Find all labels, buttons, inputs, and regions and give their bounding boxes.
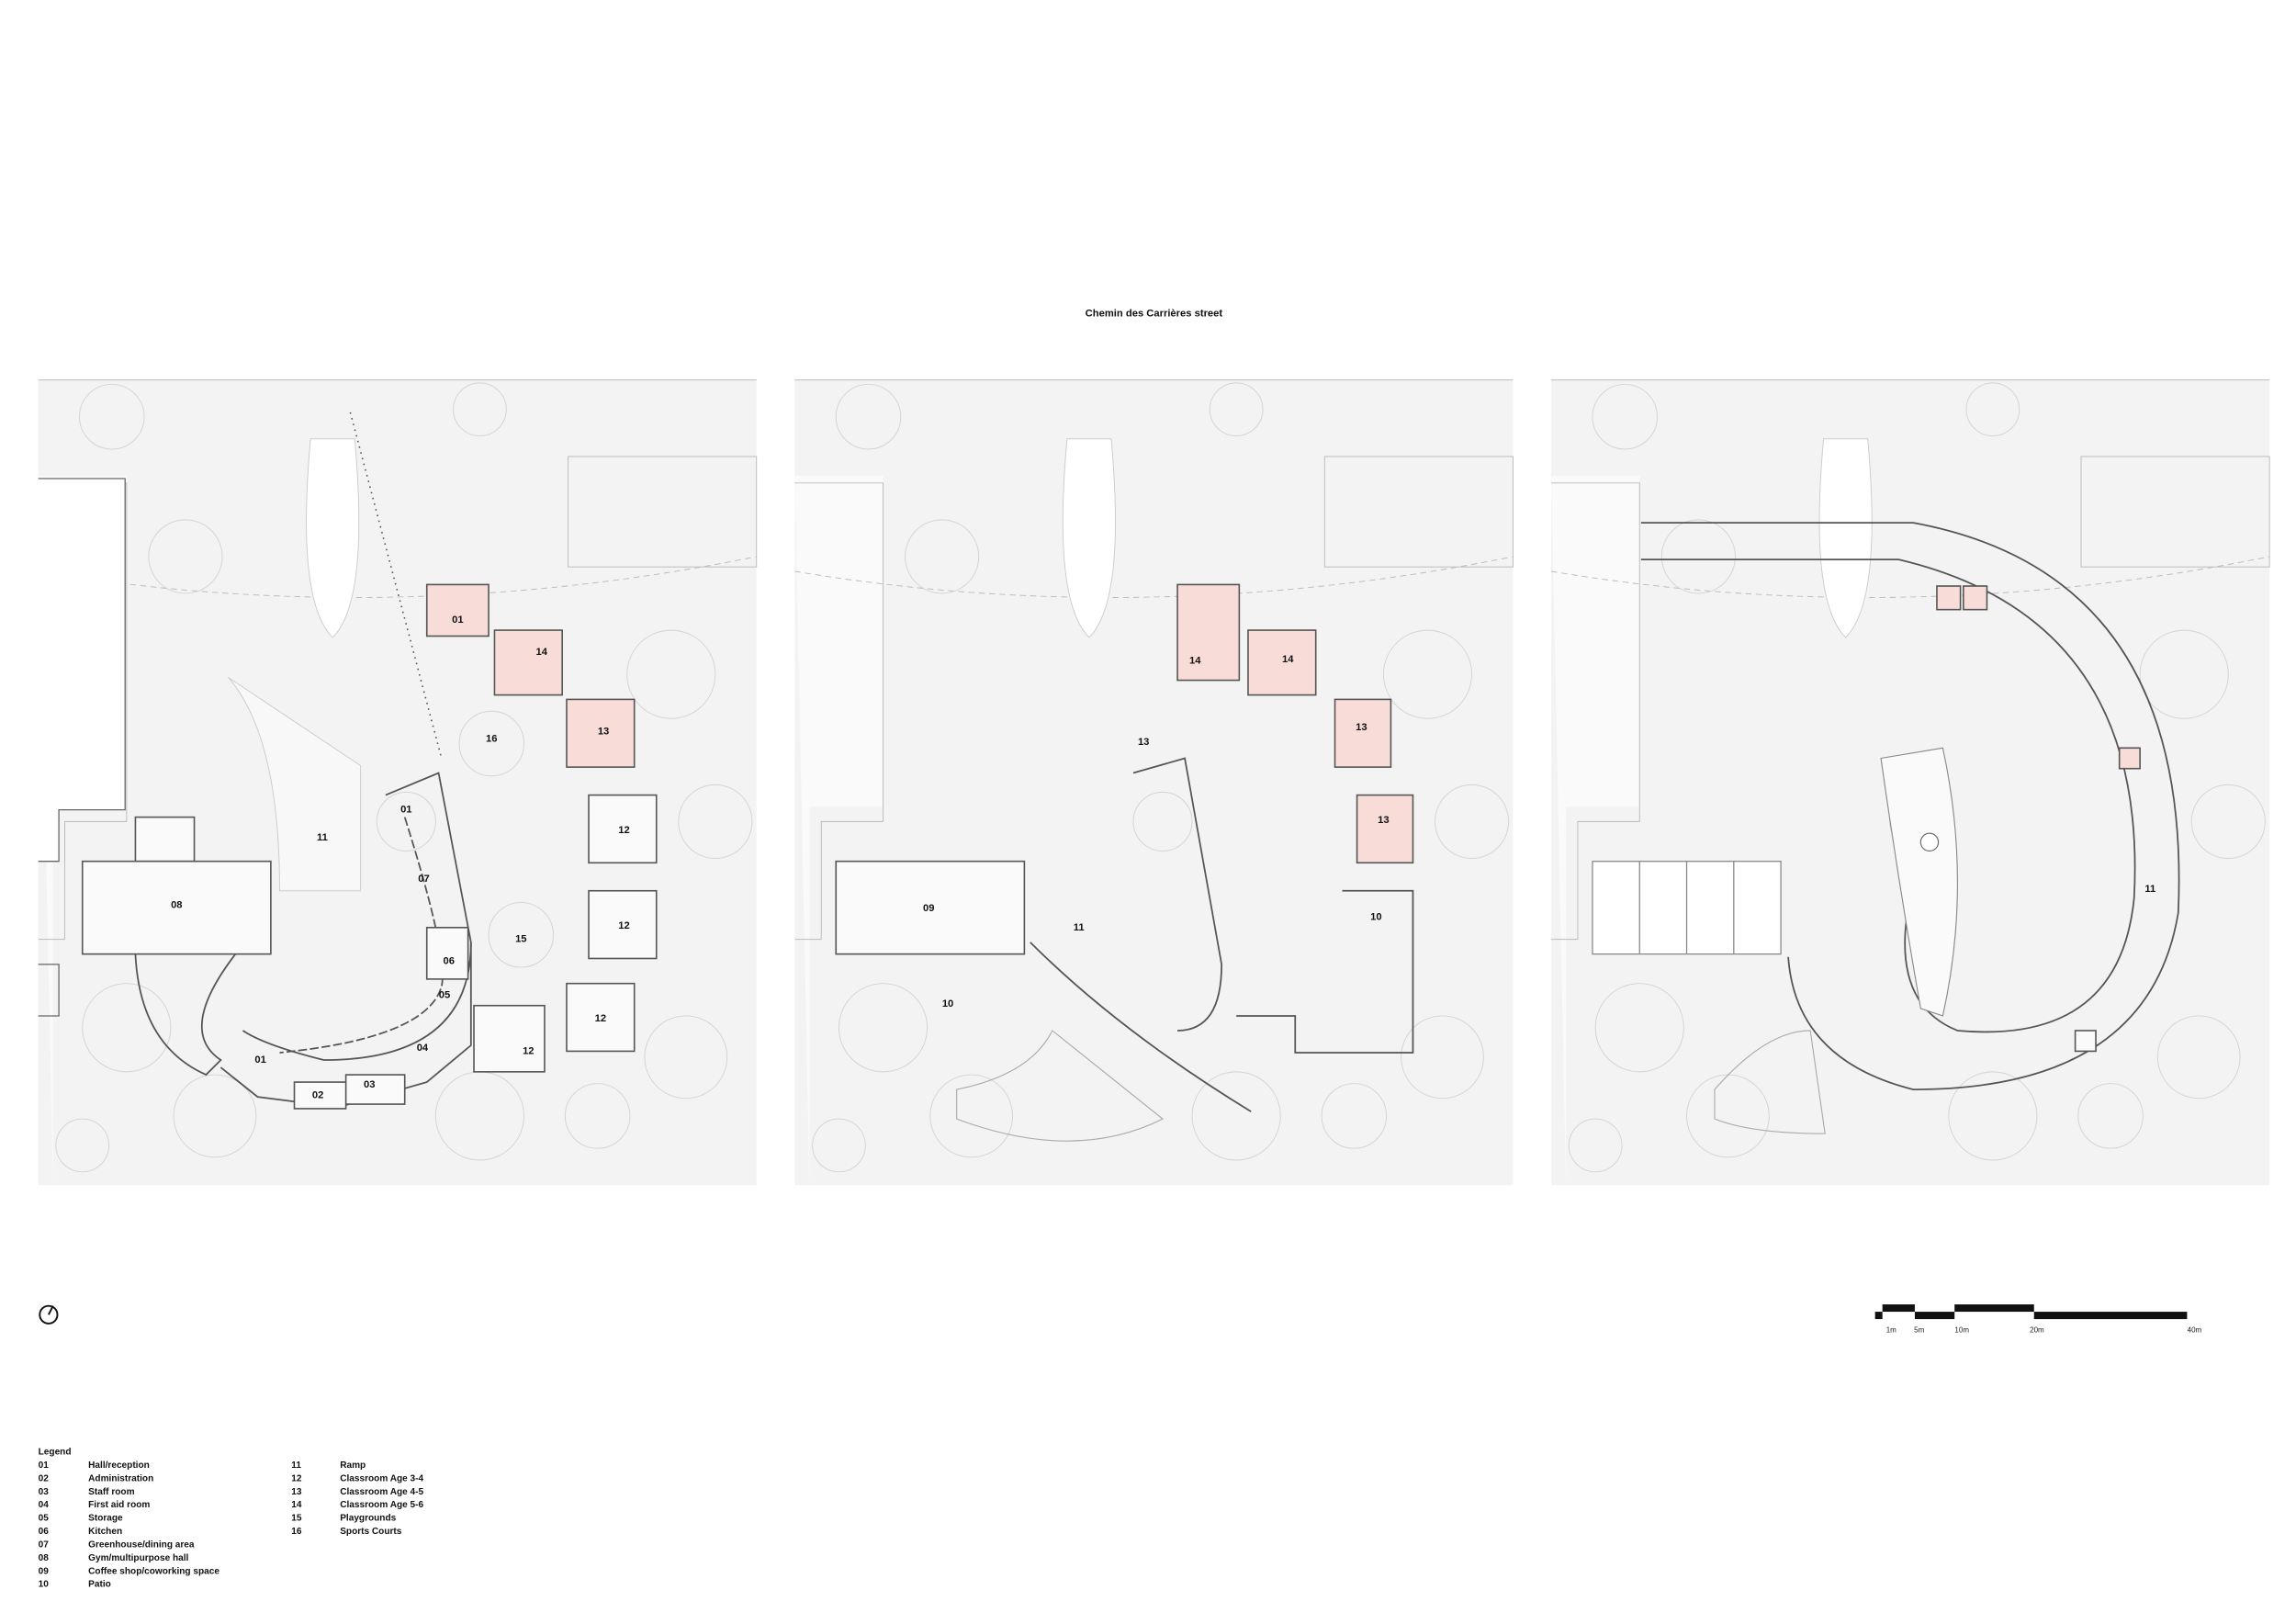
legend-label: Sports Courts (340, 1527, 402, 1537)
legend-code: 10 (39, 1580, 50, 1590)
legend-label: Gym/multipurpose hall (88, 1553, 188, 1563)
scale-tick: 5m (1914, 1326, 1924, 1335)
legend-code: 06 (39, 1527, 50, 1537)
plan-ground-floor: 01 14 13 16 11 01 07 08 12 12 15 06 05 1… (38, 379, 758, 1186)
room-label: 05 (439, 989, 450, 1000)
street-title: Chemin des Carrières street (1086, 309, 1223, 320)
room-label: 14 (536, 647, 548, 658)
room-label: 12 (618, 825, 629, 836)
legend-label: Greenhouse/dining area (88, 1539, 195, 1550)
room-label: 02 (312, 1089, 323, 1100)
scale-tick: 10m (1954, 1326, 1969, 1335)
room-label: 10 (1370, 912, 1381, 923)
room-label: 06 (444, 956, 455, 967)
legend-label: Storage (88, 1514, 123, 1524)
room-label: 13 (1356, 722, 1367, 733)
scale-tick: 1m (1886, 1326, 1896, 1335)
room-label: 03 (364, 1079, 375, 1090)
legend-label: Staff room (88, 1487, 134, 1497)
legend-code: 01 (39, 1460, 50, 1471)
room-label: 08 (171, 900, 182, 911)
room-label: 13 (598, 727, 609, 738)
legend-label: Kitchen (88, 1527, 122, 1537)
legend-label: Classroom Age 4-5 (340, 1487, 423, 1497)
scale-tick: 40m (2188, 1326, 2202, 1335)
room-label: 12 (595, 1013, 606, 1024)
room-label: 16 (486, 734, 497, 745)
legend-code: 07 (39, 1539, 50, 1550)
legend-label: Ramp (340, 1460, 366, 1471)
scale-bar: 1m 5m 10m 20m 40m (1874, 1304, 2202, 1335)
plan-first-floor: 14 14 13 13 13 09 11 10 10 (793, 379, 1514, 1186)
legend-code: 16 (291, 1527, 302, 1537)
legend-code: 12 (291, 1473, 302, 1483)
room-label: 12 (523, 1045, 534, 1056)
coffee-shop (835, 860, 1026, 955)
room-label: 14 (1189, 656, 1201, 667)
legend-code: 11 (291, 1460, 301, 1471)
legend-code: 13 (291, 1487, 302, 1497)
room-label: 11 (2144, 884, 2155, 895)
legend-label: Hall/reception (88, 1460, 150, 1471)
room-label: 01 (400, 805, 411, 816)
legend-label: Patio (88, 1580, 111, 1590)
legend: Legend 01 Hall/reception 02 Administration 0… (39, 1448, 424, 1590)
room-label: 11 (1074, 922, 1085, 933)
room-label: 10 (942, 998, 953, 1009)
hall-classroom-block (425, 583, 490, 637)
room-label: 15 (515, 934, 526, 945)
legend-code: 04 (39, 1500, 50, 1510)
room-label: 01 (254, 1054, 265, 1066)
legend-code: 05 (39, 1514, 50, 1524)
gym-hall (81, 860, 272, 955)
legend-code: 03 (39, 1487, 50, 1497)
legend-code: 08 (39, 1553, 50, 1563)
room-label: 09 (923, 903, 934, 914)
room-label: 01 (452, 615, 463, 626)
legend-label: Playgrounds (340, 1514, 396, 1524)
plan-roof: 11 (1550, 379, 2270, 1186)
room-label: 14 (1282, 654, 1294, 665)
legend-code: 14 (291, 1500, 302, 1510)
legend-code: 15 (291, 1514, 302, 1524)
legend-title: Legend (39, 1448, 72, 1458)
legend-label: Coffee shop/coworking space (88, 1566, 219, 1576)
room-label: 13 (1138, 737, 1149, 748)
legend-label: Administration (88, 1473, 153, 1483)
room-label: 13 (1378, 815, 1389, 826)
room-label: 12 (618, 920, 629, 931)
legend-label: Classroom Age 3-4 (340, 1473, 423, 1483)
scale-tick: 20m (2030, 1326, 2044, 1335)
room-label: 07 (418, 874, 429, 885)
legend-code: 02 (39, 1473, 50, 1483)
legend-label: First aid room (88, 1500, 150, 1510)
room-label: 04 (417, 1043, 429, 1054)
north-arrow-icon (39, 1304, 59, 1325)
legend-label: Classroom Age 5-6 (340, 1500, 423, 1510)
legend-code: 09 (39, 1566, 50, 1576)
room-label: 11 (317, 832, 328, 843)
